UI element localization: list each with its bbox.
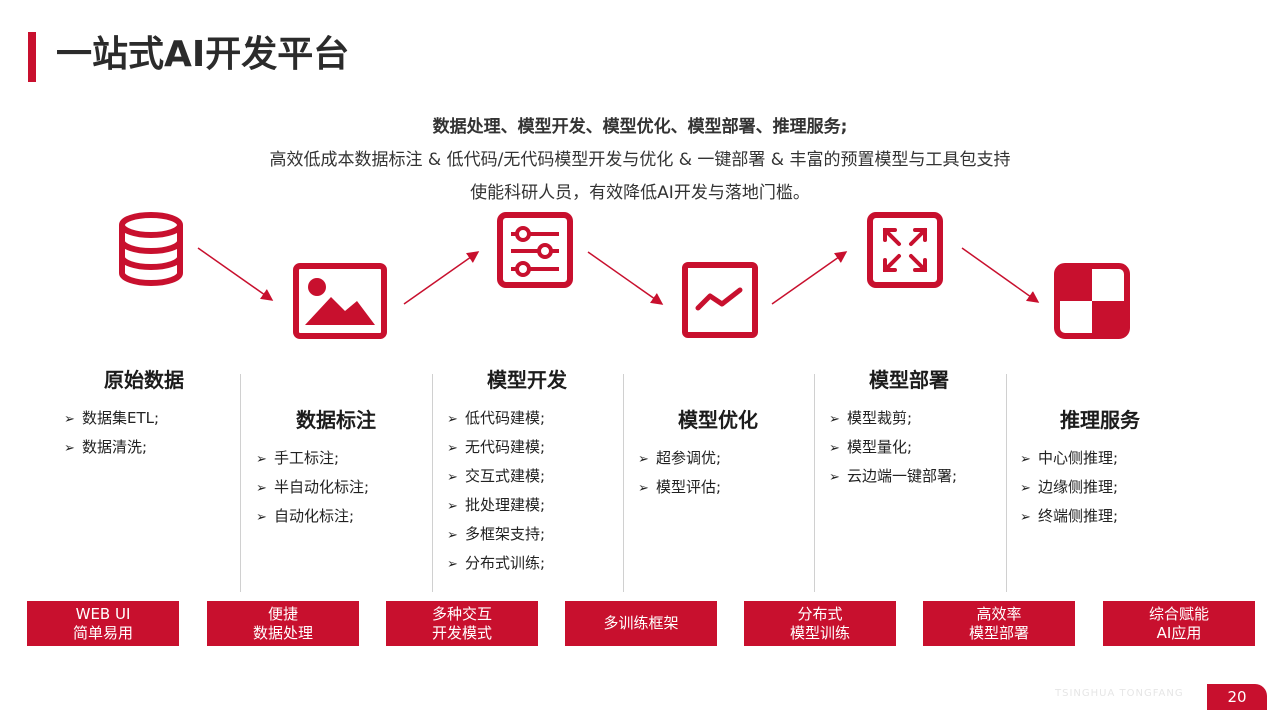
bullet-icon: ➢: [447, 528, 458, 543]
feature-tag-multi-framework: 多训练框架: [565, 601, 717, 646]
arrow-5: [961, 247, 1040, 303]
list-item: ➢中心侧推理;: [1020, 444, 1118, 473]
column-title-model-deploy: 模型部署: [869, 368, 949, 392]
bullet-icon: ➢: [638, 452, 649, 467]
column-divider: [432, 374, 433, 592]
arrow-1: [197, 247, 274, 301]
list-item: ➢手工标注;: [256, 444, 369, 473]
column-title-raw-data: 原始数据: [104, 368, 184, 392]
list-item: ➢终端侧推理;: [1020, 502, 1118, 531]
list-item: ➢分布式训练;: [447, 549, 545, 578]
column-list-model-deploy: ➢模型裁剪; ➢模型量化; ➢云边端一键部署;: [829, 404, 957, 491]
arrow-2: [403, 251, 480, 305]
list-item: ➢多框架支持;: [447, 520, 545, 549]
trend-chart-icon: [682, 262, 758, 338]
feature-tag-data-processing: 便捷数据处理: [207, 601, 359, 646]
feature-tag-distributed-training: 分布式模型训练: [744, 601, 896, 646]
column-title-model-opt: 模型优化: [678, 408, 758, 432]
feature-tag-interaction-modes: 多种交互开发模式: [386, 601, 538, 646]
bullet-icon: ➢: [256, 510, 267, 525]
bullet-icon: ➢: [447, 499, 458, 514]
bullet-icon: ➢: [447, 441, 458, 456]
list-item: ➢数据清洗;: [64, 433, 159, 462]
list-item: ➢超参调优;: [638, 444, 721, 473]
column-list-inference: ➢中心侧推理; ➢边缘侧推理; ➢终端侧推理;: [1020, 444, 1118, 531]
column-divider: [240, 374, 241, 592]
column-title-data-labeling: 数据标注: [296, 408, 376, 432]
arrow-4: [771, 251, 848, 305]
arrow-3: [587, 251, 664, 305]
page-number: 20: [1207, 684, 1267, 710]
column-list-model-opt: ➢超参调优; ➢模型评估;: [638, 444, 721, 502]
list-item: ➢边缘侧推理;: [1020, 473, 1118, 502]
bullet-icon: ➢: [829, 412, 840, 427]
column-list-data-labeling: ➢手工标注; ➢半自动化标注; ➢自动化标注;: [256, 444, 369, 531]
bullet-icon: ➢: [447, 470, 458, 485]
bullet-icon: ➢: [829, 470, 840, 485]
bullet-icon: ➢: [447, 412, 458, 427]
column-divider: [814, 374, 815, 592]
column-title-model-dev: 模型开发: [487, 368, 567, 392]
bullet-icon: ➢: [447, 557, 458, 572]
expand-icon: [867, 212, 943, 288]
list-item: ➢模型裁剪;: [829, 404, 957, 433]
bullet-icon: ➢: [256, 481, 267, 496]
column-list-raw-data: ➢数据集ETL; ➢数据清洗;: [64, 404, 159, 462]
image-icon: [293, 263, 387, 339]
list-item: ➢低代码建模;: [447, 404, 545, 433]
bullet-icon: ➢: [1020, 510, 1031, 525]
list-item: ➢半自动化标注;: [256, 473, 369, 502]
intro-line-1: 数据处理、模型开发、模型优化、模型部署、推理服务;: [432, 117, 848, 137]
sliders-icon: [497, 212, 573, 288]
database-icon: [119, 212, 183, 286]
list-item: ➢模型评估;: [638, 473, 721, 502]
list-item: ➢云边端一键部署;: [829, 462, 957, 491]
list-item: ➢批处理建模;: [447, 491, 545, 520]
column-title-inference: 推理服务: [1060, 408, 1140, 432]
bullet-icon: ➢: [1020, 452, 1031, 467]
intro-line-3: 使能科研人员，有效降低AI开发与落地门槛。: [470, 183, 810, 203]
list-item: ➢自动化标注;: [256, 502, 369, 531]
bullet-icon: ➢: [1020, 481, 1031, 496]
quadrant-icon: [1054, 263, 1130, 339]
bullet-icon: ➢: [829, 441, 840, 456]
list-item: ➢模型量化;: [829, 433, 957, 462]
column-list-model-dev: ➢低代码建模; ➢无代码建模; ➢交互式建模; ➢批处理建模; ➢多框架支持; …: [447, 404, 545, 578]
list-item: ➢交互式建模;: [447, 462, 545, 491]
title-accent-bar: [28, 32, 36, 82]
column-divider: [623, 374, 624, 592]
list-item: ➢数据集ETL;: [64, 404, 159, 433]
intro-line-2: 高效低成本数据标注 & 低代码/无代码模型开发与优化 & 一键部署 & 丰富的预…: [269, 150, 1011, 170]
bullet-icon: ➢: [64, 441, 75, 456]
list-item: ➢无代码建模;: [447, 433, 545, 462]
bullet-icon: ➢: [256, 452, 267, 467]
footer-watermark: TSINGHUA TONGFANG: [1055, 688, 1184, 699]
page-title: 一站式AI开发平台: [56, 34, 350, 75]
feature-tag-efficient-deploy: 高效率模型部署: [923, 601, 1075, 646]
bullet-icon: ➢: [64, 412, 75, 427]
column-divider: [1006, 374, 1007, 592]
bullet-icon: ➢: [638, 481, 649, 496]
